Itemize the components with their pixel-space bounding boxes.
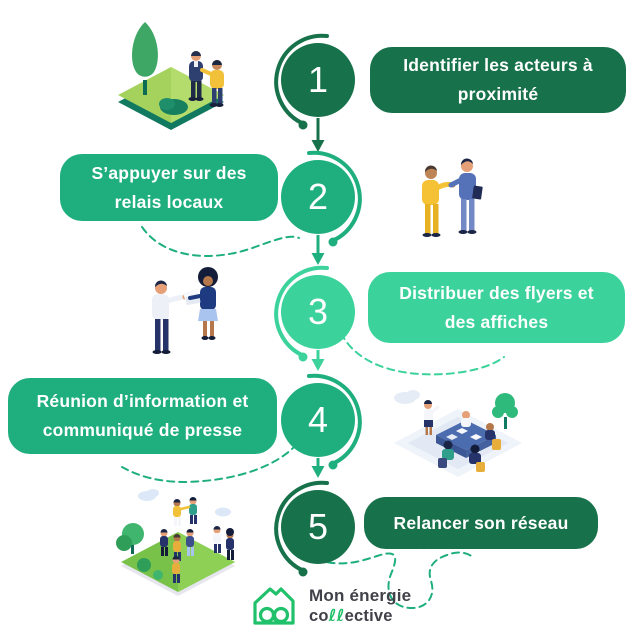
person-yellow-handshake: [422, 165, 456, 237]
person-navy: [188, 51, 204, 101]
tree: [132, 22, 158, 95]
brand-name-line2: coℓℓective: [309, 606, 393, 625]
step-5-arc: [274, 480, 329, 577]
step-2-label-line2: relais locaux: [114, 191, 224, 212]
step-4-label-box: Réunion d’information et communiqué de p…: [8, 378, 277, 454]
step-1-label-line2: proximité: [457, 84, 539, 104]
clouds: [138, 489, 231, 517]
person-white-shirt: [152, 280, 188, 354]
step-2-arc: [307, 150, 362, 247]
step-2-number: 2: [307, 176, 329, 217]
dashed-curve-step4: [121, 443, 298, 484]
dashed-curve-step5-loop: [315, 551, 474, 610]
people-right-pair: [213, 526, 234, 560]
attendees: [438, 411, 501, 472]
step-5-illustration: [116, 489, 235, 596]
step-1-illustration: [118, 22, 224, 130]
dashed-curve-step3: [340, 332, 505, 376]
step-5-label-box: Relancer son réseau: [364, 497, 598, 549]
connector-4-5: [311, 458, 325, 478]
step-5-circle: 5: [281, 490, 355, 564]
step-1-label-box: Identifier les acteurs à proximité: [370, 47, 626, 113]
step-4-label-line2: communiqué de presse: [42, 420, 243, 440]
step-3-label-box: Distribuer des flyers et des affiches: [368, 272, 625, 343]
step-1-circle: 1: [281, 43, 355, 117]
connector-3-4: [311, 350, 325, 371]
person-suit-handshake: [448, 158, 483, 234]
step-2-label-box: S’appuyer sur des relais locaux: [60, 154, 278, 221]
person-woman-flyers: [183, 267, 218, 340]
brand-name-line1: Mon énergie: [309, 586, 412, 605]
presenter: [424, 400, 440, 435]
house-logo-icon: [253, 587, 295, 625]
step-3-illustration: [152, 267, 218, 354]
step-2-circle: 2: [281, 160, 355, 234]
dashed-curve-step2: [141, 226, 300, 257]
step-1-label-line1: Identifier les acteurs à: [403, 55, 593, 75]
step-4-illustration: [394, 390, 522, 477]
step-1-number: 1: [307, 59, 329, 100]
step-2-illustration: [422, 158, 483, 237]
step-3-label-line2: des affiches: [444, 311, 549, 332]
tree: [492, 393, 518, 429]
step-5-number: 5: [307, 506, 329, 547]
step-4-number: 4: [307, 399, 329, 440]
step-3-arc: [274, 265, 329, 362]
brand-name: Mon énergie coℓℓective: [309, 586, 411, 626]
connector-2-3: [311, 235, 325, 265]
step-3-number: 3: [307, 291, 329, 332]
step-4-arc: [307, 373, 362, 470]
step-1-arc: [274, 33, 329, 130]
brand-logo: Mon énergie coℓℓective: [248, 579, 411, 633]
trees: [116, 523, 163, 580]
people-pair-top: [173, 497, 197, 526]
step-5-label-line1: Relancer son réseau: [393, 512, 569, 533]
person-yellow: [200, 60, 224, 107]
people-middle-group: [160, 529, 194, 561]
brand-loops: ℓℓ: [328, 606, 345, 625]
cloud: [394, 390, 420, 404]
step-3-circle: 3: [281, 275, 355, 349]
connector-1-2: [311, 118, 325, 152]
step-4-circle: 4: [281, 383, 355, 457]
step-2-label-line1: S’appuyer sur des: [91, 162, 247, 183]
step-3-label-line1: Distribuer des flyers et: [399, 282, 594, 303]
step-4-label-line1: Réunion d’information et: [36, 391, 249, 411]
person-bottom: [172, 556, 180, 583]
platform: [118, 67, 224, 130]
bush: [159, 98, 188, 115]
